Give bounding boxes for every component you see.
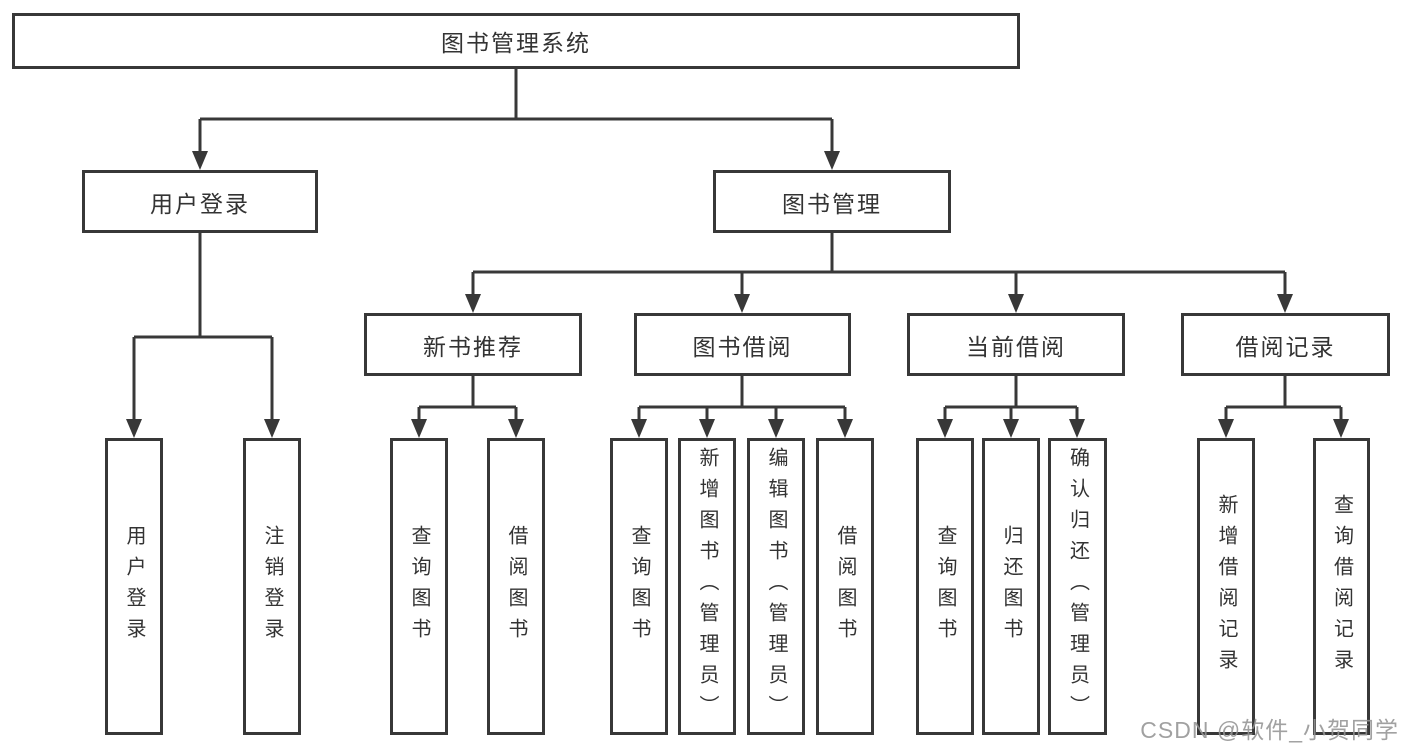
arrow-icon [192, 151, 208, 170]
arrow-icon [1333, 419, 1349, 438]
node-user-login: 用户登录 [82, 170, 318, 233]
leaf-nb-borrow-books: 借阅图书 [487, 438, 545, 735]
node-borrow-records: 借阅记录 [1181, 313, 1390, 376]
node-label: 新书推荐 [423, 333, 523, 360]
edge-bookmgmt-split [471, 233, 1287, 297]
edge-currentborrow-split [943, 376, 1079, 422]
arrow-icon [768, 419, 784, 438]
leaf-cb-query-books: 查询图书 [916, 438, 974, 735]
node-new-books: 新书推荐 [364, 313, 582, 376]
leaf-rec-query-record: 查询借阅记录 [1313, 438, 1370, 735]
edge-newbooks-split [417, 376, 518, 422]
node-label: 注销登录 [261, 524, 283, 649]
arrow-icon [1069, 419, 1085, 438]
node-label: 当前借阅 [966, 333, 1066, 360]
node-label: 用户登录 [150, 190, 250, 217]
arrow-icon [1008, 294, 1024, 313]
leaf-cb-confirm-return: 确认归还（管理员） [1048, 438, 1107, 735]
node-label: 图书管理 [782, 190, 882, 217]
arrow-icon [937, 419, 953, 438]
arrow-icon [734, 294, 750, 313]
arrow-icon [1218, 419, 1234, 438]
arrow-icon [1277, 294, 1293, 313]
csdn-watermark: CSDN @软件_小贺同学 [1140, 717, 1399, 743]
node-label: 借阅图书 [834, 524, 856, 649]
leaf-bb-add-books: 新增图书（管理员） [678, 438, 736, 735]
arrow-icon [264, 419, 280, 438]
arrow-icon [465, 294, 481, 313]
node-label: 归还图书 [1000, 524, 1022, 649]
arrow-icon [824, 151, 840, 170]
leaf-cb-return-books: 归还图书 [982, 438, 1040, 735]
leaf-bb-edit-books: 编辑图书（管理员） [747, 438, 805, 735]
node-label: 编辑图书（管理员） [765, 447, 787, 726]
node-label: 查询图书 [628, 524, 650, 649]
edge-records-split [1224, 376, 1343, 422]
leaf-nb-query-books: 查询图书 [390, 438, 448, 735]
arrowheads [126, 151, 1349, 438]
node-label: 查询图书 [408, 524, 430, 649]
node-label: 确认归还（管理员） [1066, 447, 1089, 726]
arrow-icon [126, 419, 142, 438]
node-label: 图书借阅 [692, 333, 793, 360]
arrow-icon [508, 419, 524, 438]
node-label: 新增图书（管理员） [696, 447, 718, 726]
node-book-borrow: 图书借阅 [634, 313, 851, 376]
leaf-user-login: 用户登录 [105, 438, 163, 735]
node-label: 借阅记录 [1235, 333, 1336, 360]
arrow-icon [1003, 419, 1019, 438]
edge-bookborrow-split [637, 376, 847, 422]
node-label: 查询图书 [934, 524, 956, 649]
arrow-icon [699, 419, 715, 438]
arrow-icon [411, 419, 427, 438]
node-label: 图书管理系统 [441, 30, 591, 56]
node-label: 借阅图书 [505, 524, 527, 649]
node-label: 用户登录 [123, 524, 145, 649]
leaf-bb-query-books: 查询图书 [610, 438, 668, 735]
leaf-logout: 注销登录 [243, 438, 301, 735]
arrow-icon [837, 419, 853, 438]
leaf-bb-borrow-books: 借阅图书 [816, 438, 874, 735]
node-label: 新增借阅记录 [1215, 493, 1237, 680]
leaf-rec-add-record: 新增借阅记录 [1197, 438, 1255, 735]
node-current-borrow: 当前借阅 [907, 313, 1125, 376]
node-book-mgmt: 图书管理 [713, 170, 951, 233]
edge-userlogin-split [132, 233, 274, 422]
node-system-root: 图书管理系统 [12, 13, 1020, 69]
node-label: 查询借阅记录 [1330, 493, 1353, 680]
arrow-icon [631, 419, 647, 438]
edge-root-split [198, 69, 834, 154]
